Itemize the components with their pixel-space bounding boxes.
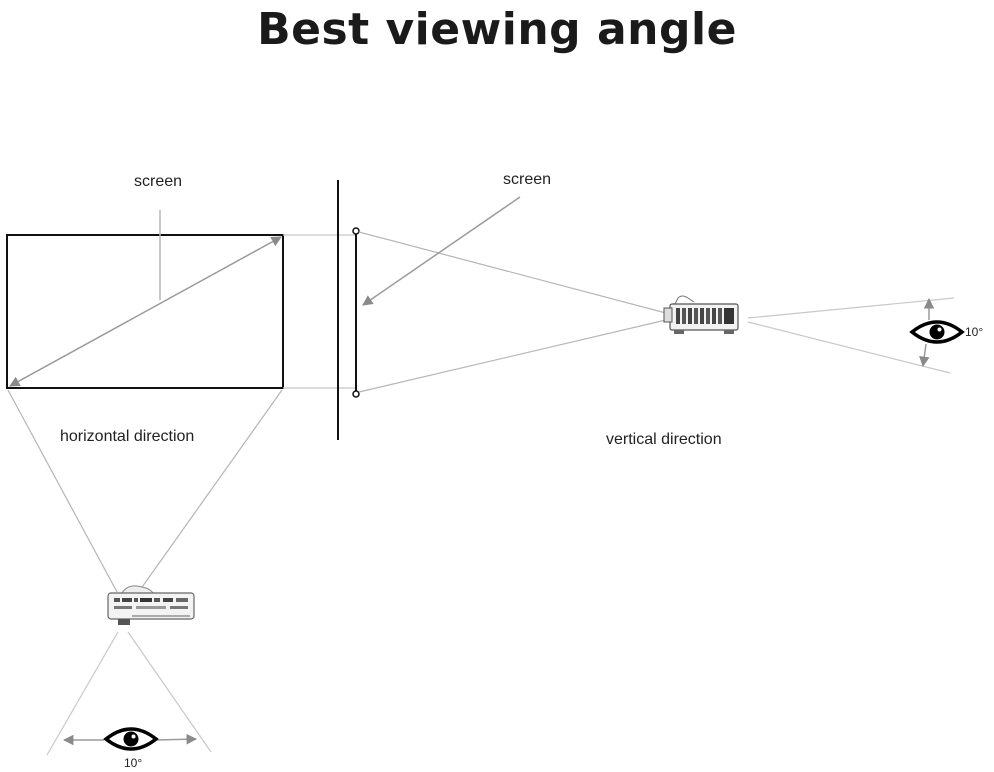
eye-icon [103, 727, 159, 751]
screen-top-dot [352, 227, 360, 235]
projection-line-left [7, 389, 118, 593]
horizontal-section [6, 210, 284, 756]
screen-rectangle [6, 234, 284, 389]
screen-diagonal-arrow [9, 236, 282, 387]
beam-bottom [358, 319, 667, 393]
screen-label-right: screen [503, 171, 551, 188]
view-line-bottom [747, 321, 951, 374]
angle-arrow-down [919, 343, 930, 368]
beam-top [358, 231, 667, 314]
view-line-left [46, 631, 119, 756]
screen-bottom-dot [352, 390, 360, 398]
projector-icon [107, 585, 195, 625]
angle-label-right: 10° [965, 325, 983, 339]
view-line-top [747, 297, 955, 319]
angle-arrow-right [155, 733, 198, 745]
angle-label-bottom: 10° [124, 756, 142, 770]
horizontal-direction-label: horizontal direction [60, 428, 194, 445]
view-line-right [127, 631, 212, 753]
page-title: Best viewing angle [257, 4, 737, 55]
screen-pointer-arrow [362, 196, 521, 306]
vertical-section [337, 180, 965, 440]
eye-icon [909, 320, 965, 344]
projector-side-icon [663, 295, 739, 334]
projection-line-right [139, 389, 283, 591]
screen-label-left: screen [134, 173, 182, 190]
vertical-direction-label: vertical direction [606, 431, 722, 448]
